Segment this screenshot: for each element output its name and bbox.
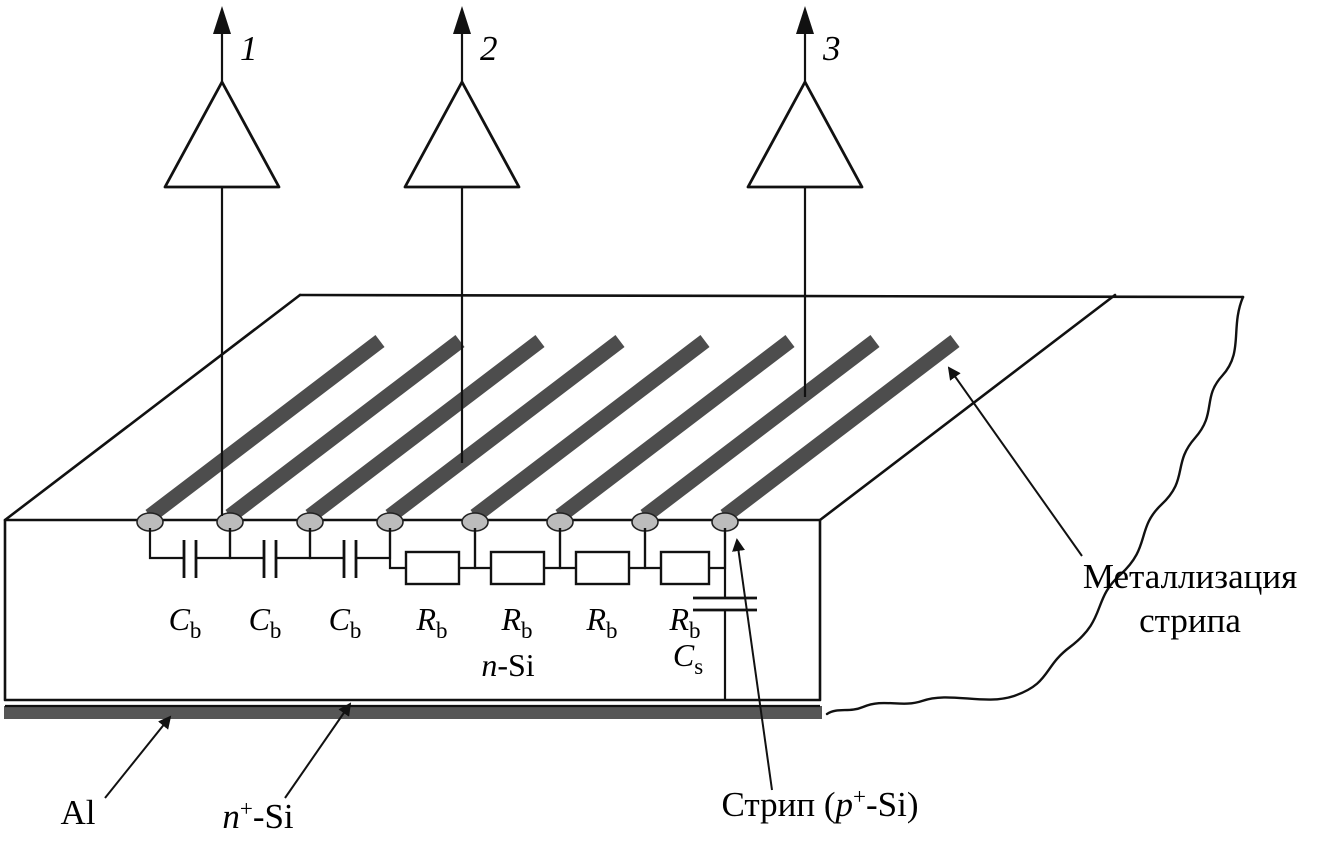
coupling-capacitors: Cb Cb Cb	[148, 528, 392, 643]
strip	[640, 335, 880, 522]
amplifier-3-label: 3	[822, 29, 841, 68]
cb-capacitor-symbol-3	[342, 540, 358, 578]
cb-label-3: Cb	[329, 601, 362, 643]
rb-resistor-symbol-1	[404, 550, 461, 586]
strip-array	[145, 335, 960, 522]
rb-label-3: Rb	[585, 601, 617, 643]
block-top-right-edge	[818, 293, 1117, 522]
cb-capacitor-symbol-1	[182, 540, 198, 578]
amplifier-3-output-arrowhead	[796, 6, 814, 34]
strip	[225, 335, 465, 522]
cb-wire-1	[148, 528, 232, 560]
rb-label-2: Rb	[500, 601, 532, 643]
metallization-label-line1: Металлизация	[1083, 557, 1297, 596]
amplifier-2-triangle	[403, 80, 521, 189]
rb-resistor-symbol-3	[574, 550, 631, 586]
amplifier-3-triangle	[746, 80, 864, 189]
cb-capacitor-symbol-2	[262, 540, 278, 578]
strip	[385, 335, 625, 522]
amplifier-1-output-arrowhead	[213, 6, 231, 34]
cb-wire-3	[308, 528, 392, 560]
bulk-label: n-Si	[481, 647, 534, 683]
cb-label-1: Cb	[169, 601, 202, 643]
amplifier-1-label: 1	[240, 29, 258, 68]
rb-label-4: Rb	[668, 601, 700, 643]
amplifier-3: 3	[746, 6, 864, 397]
strip	[145, 335, 385, 522]
rb-label-1: Rb	[415, 601, 447, 643]
cs-label: Cs	[673, 637, 703, 679]
bias-resistors: Rb Rb Rb Rb	[388, 528, 727, 643]
torn-edge	[825, 295, 1245, 716]
strip-label: Стрип (p+-Si)	[722, 784, 919, 824]
cb-wire-2	[228, 528, 312, 560]
strip	[555, 335, 795, 522]
al-label: Al	[61, 793, 96, 832]
detector-block	[3, 293, 1245, 719]
amplifier-2: 2	[403, 6, 521, 463]
callouts: Al n+-Si Стрип (p+-Si) Металлизация стри…	[61, 366, 1297, 836]
nplus-callout-arrow	[284, 702, 352, 799]
amplifier-1-triangle	[163, 80, 281, 189]
metallization-label-line2: стрипа	[1139, 601, 1241, 640]
cb-label-2: Cb	[249, 601, 282, 643]
strip	[305, 335, 545, 522]
amplifier-1: 1	[163, 6, 281, 516]
block-top-left-edge	[3, 293, 302, 522]
al-backplane-layer	[4, 706, 822, 719]
strip-bond-pads	[136, 512, 739, 532]
strip-capacitance: Cs	[673, 528, 757, 700]
strip-callout-arrow	[732, 538, 773, 791]
strip	[720, 335, 960, 522]
rb-resistor-symbol-4	[659, 550, 711, 586]
al-callout-arrow	[104, 715, 172, 799]
metallization-callout-arrow	[947, 366, 1083, 557]
strip	[470, 335, 710, 522]
nplus-label: n+-Si	[222, 796, 294, 836]
amplifier-2-label: 2	[480, 29, 498, 68]
block-back-edge	[298, 293, 1245, 299]
amplifier-2-output-arrowhead	[453, 6, 471, 34]
rb-resistor-symbol-2	[489, 550, 546, 586]
